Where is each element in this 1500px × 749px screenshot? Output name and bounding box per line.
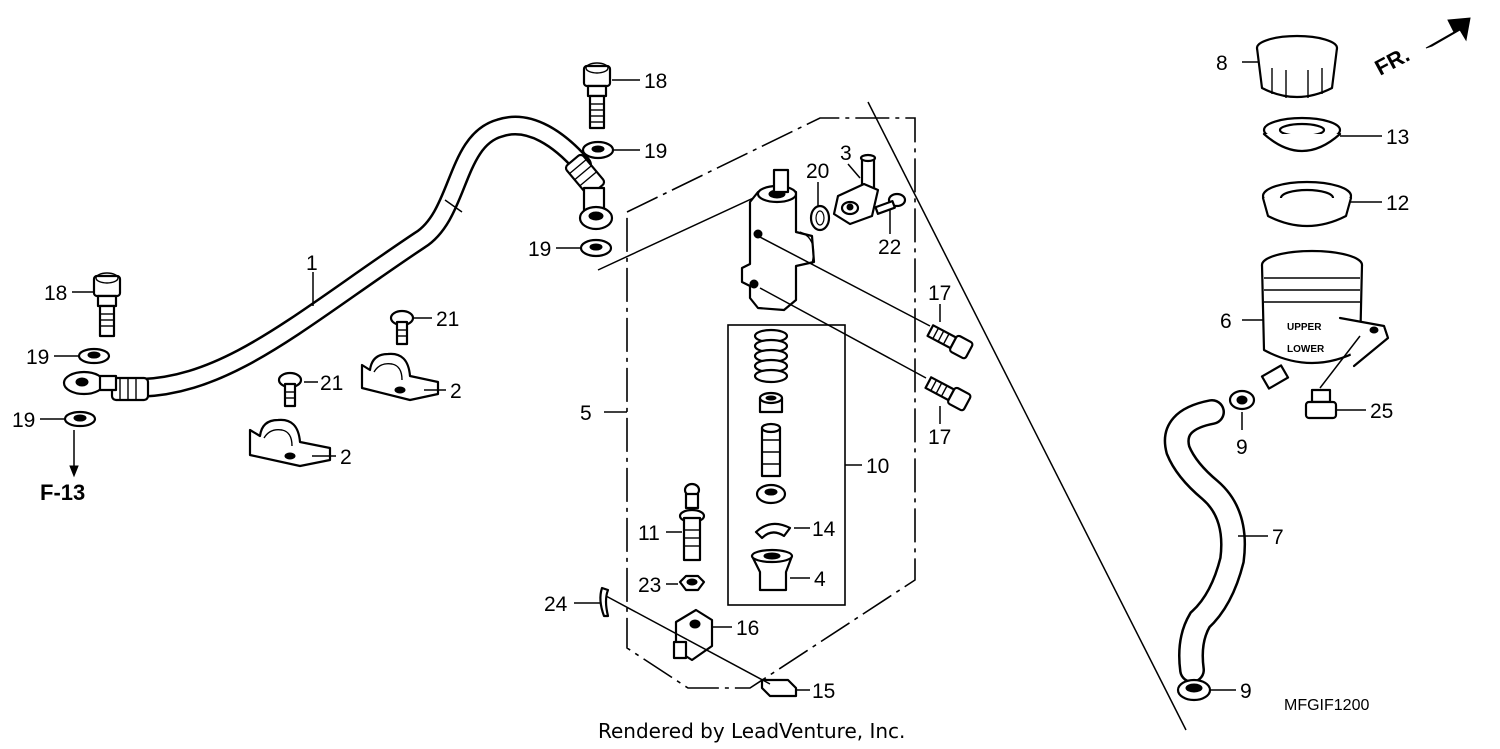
callouts: 1 2 2 3 4 5 6 7 8 9 9 10 11 12 13 14 15 … (12, 52, 1409, 703)
upper-level-mark: UPPER (1287, 322, 1322, 333)
mounting-bolt[interactable] (757, 235, 974, 412)
callout-16: 16 (736, 617, 759, 640)
callout-19: 19 (644, 140, 667, 163)
callout-11: 11 (638, 522, 660, 545)
front-direction-arrow-icon: FR. (1371, 17, 1471, 81)
callout-19: 19 (528, 238, 551, 261)
callout-5: 5 (580, 402, 592, 425)
brake-hose[interactable] (62, 115, 614, 402)
front-direction-label: FR. (1371, 42, 1414, 81)
circlip[interactable] (754, 522, 792, 540)
callout-21: 21 (436, 308, 459, 331)
banjo-bolt-lower[interactable] (92, 272, 122, 338)
callout-19: 19 (12, 409, 35, 432)
callout-23: 23 (638, 574, 661, 597)
callout-20: 20 (806, 160, 829, 183)
callout-22: 22 (878, 236, 901, 259)
callout-9: 9 (1236, 436, 1248, 459)
brake-fluid-reservoir[interactable]: UPPER LOWER (1260, 249, 1390, 390)
piston-spring[interactable] (753, 328, 789, 384)
reference-link-f13[interactable]: F-13 (40, 480, 85, 505)
diaphragm-plate[interactable] (1262, 116, 1342, 153)
joint-screw[interactable] (874, 192, 907, 215)
reservoir-cap[interactable] (1255, 34, 1339, 98)
hose-clip[interactable] (1176, 389, 1256, 702)
secondary-cup[interactable] (755, 483, 787, 505)
reservoir-bolt[interactable] (1304, 335, 1361, 420)
callout-14: 14 (812, 518, 836, 541)
callout-9: 9 (1240, 680, 1252, 703)
callout-2: 2 (340, 446, 352, 469)
callout-1: 1 (306, 252, 318, 275)
callout-7: 7 (1272, 526, 1284, 549)
callout-2: 2 (450, 380, 462, 403)
callout-17: 17 (928, 426, 951, 449)
callout-6: 6 (1220, 310, 1232, 333)
lower-level-mark: LOWER (1287, 344, 1325, 355)
hose-clamp[interactable] (248, 352, 440, 468)
callout-13: 13 (1386, 126, 1409, 149)
callout-3: 3 (840, 142, 852, 165)
reservoir-hose[interactable] (1163, 399, 1246, 683)
clamp-screw[interactable] (277, 309, 415, 408)
callout-25: 25 (1370, 400, 1393, 423)
callout-4: 4 (814, 568, 826, 591)
callout-24: 24 (544, 593, 568, 616)
banjo-bolt-upper[interactable] (582, 62, 612, 130)
callout-19: 19 (26, 346, 49, 369)
callout-21: 21 (320, 372, 343, 395)
reservoir-diaphragm[interactable] (1261, 180, 1353, 228)
piston[interactable] (760, 422, 782, 478)
sealing-washer[interactable] (63, 140, 615, 428)
callout-8: 8 (1216, 52, 1228, 75)
diagram-code: MFGIF1200 (1284, 697, 1369, 714)
piston-boot[interactable] (750, 548, 794, 592)
callout-17: 17 (928, 282, 951, 305)
master-cylinder-body[interactable] (740, 168, 816, 312)
callout-18: 18 (644, 70, 667, 93)
lock-nut[interactable] (678, 574, 706, 592)
joint-pin[interactable] (760, 678, 798, 698)
callout-10: 10 (866, 455, 889, 478)
cotter-pin[interactable] (599, 586, 610, 618)
master-cylinder-assembly-outline (626, 117, 916, 689)
callout-12: 12 (1386, 192, 1409, 215)
callout-18: 18 (44, 282, 67, 305)
primary-cup[interactable] (758, 391, 784, 414)
reservoir-joint[interactable] (832, 153, 880, 226)
callout-15: 15 (812, 680, 835, 703)
push-rod[interactable] (678, 482, 706, 562)
render-credit: Rendered by LeadVenture, Inc. (598, 719, 905, 743)
leader-lines (40, 61, 1382, 691)
